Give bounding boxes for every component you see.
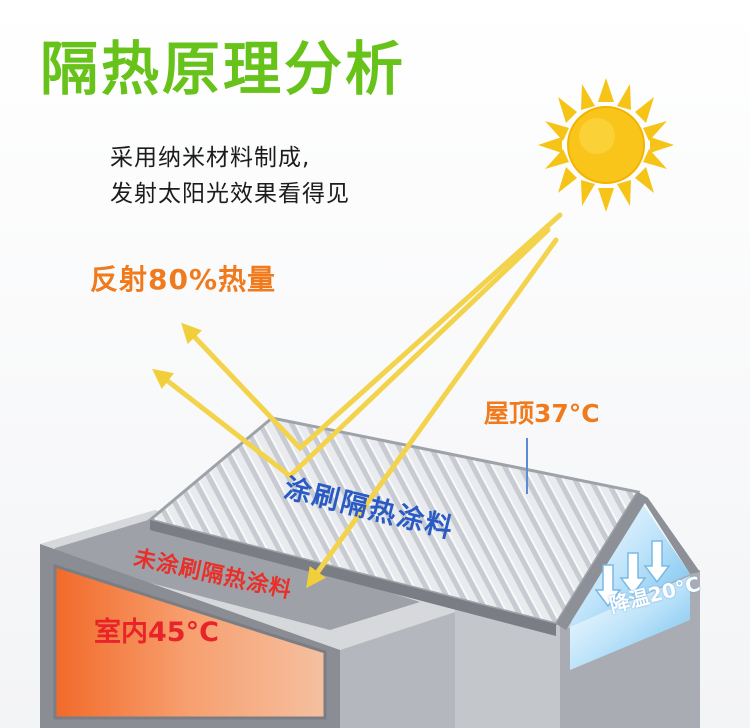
cooling-arrows bbox=[594, 540, 671, 608]
sun-icon bbox=[538, 78, 674, 212]
uncoated-building bbox=[40, 510, 455, 728]
page-title: 隔热原理分析 bbox=[40, 35, 407, 103]
indoor-temp-label: 室内45°C bbox=[94, 617, 219, 648]
reflect-label: 反射80%热量 bbox=[90, 263, 277, 296]
sun-rays bbox=[152, 212, 563, 589]
description: 采用纳米材料制成, 发射太阳光效果看得见 bbox=[110, 140, 350, 212]
description-line-2: 发射太阳光效果看得见 bbox=[110, 181, 350, 207]
description-line-1: 采用纳米材料制成, bbox=[110, 145, 311, 171]
roof-temp-label: 屋顶37°C bbox=[484, 399, 600, 428]
